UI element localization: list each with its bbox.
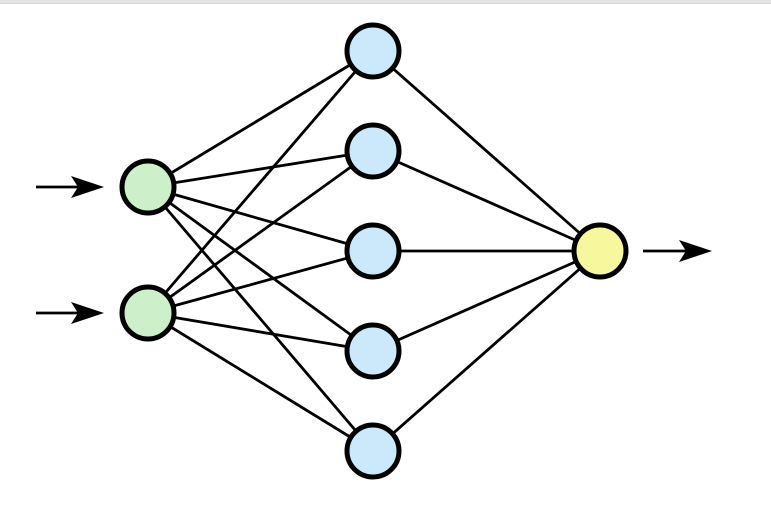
edge-i1-h2 — [147, 149, 374, 189]
edge-h5-o1 — [372, 249, 601, 453]
top-window-edge-bar — [0, 0, 771, 4]
hidden-node-2 — [344, 122, 402, 180]
input-arrow-1-icon — [71, 176, 104, 198]
edge-i2-h1 — [146, 50, 375, 314]
edge-i1-h5 — [146, 186, 375, 452]
edge-h4-o1 — [372, 249, 601, 353]
edge-i2-h4 — [147, 311, 374, 353]
edge-i1-h1 — [147, 49, 374, 189]
edge-h1-o1 — [372, 49, 601, 253]
edge-i1-h3 — [147, 185, 374, 253]
input-node-2 — [119, 284, 177, 342]
edge-h2-o1 — [372, 149, 601, 253]
hidden-node-1 — [344, 22, 402, 80]
output-arrow-icon — [679, 240, 712, 262]
edge-i1-h4 — [147, 185, 374, 353]
edge-i2-h3 — [147, 249, 374, 315]
hidden-node-4 — [344, 322, 402, 380]
hidden-node-5 — [344, 422, 402, 480]
output-node — [571, 222, 629, 280]
edge-i2-h5 — [147, 311, 374, 453]
edge-i2-h2 — [147, 149, 374, 315]
input-arrow-2-icon — [71, 302, 104, 324]
hidden-node-3 — [344, 222, 402, 280]
input-node-1 — [119, 158, 177, 216]
